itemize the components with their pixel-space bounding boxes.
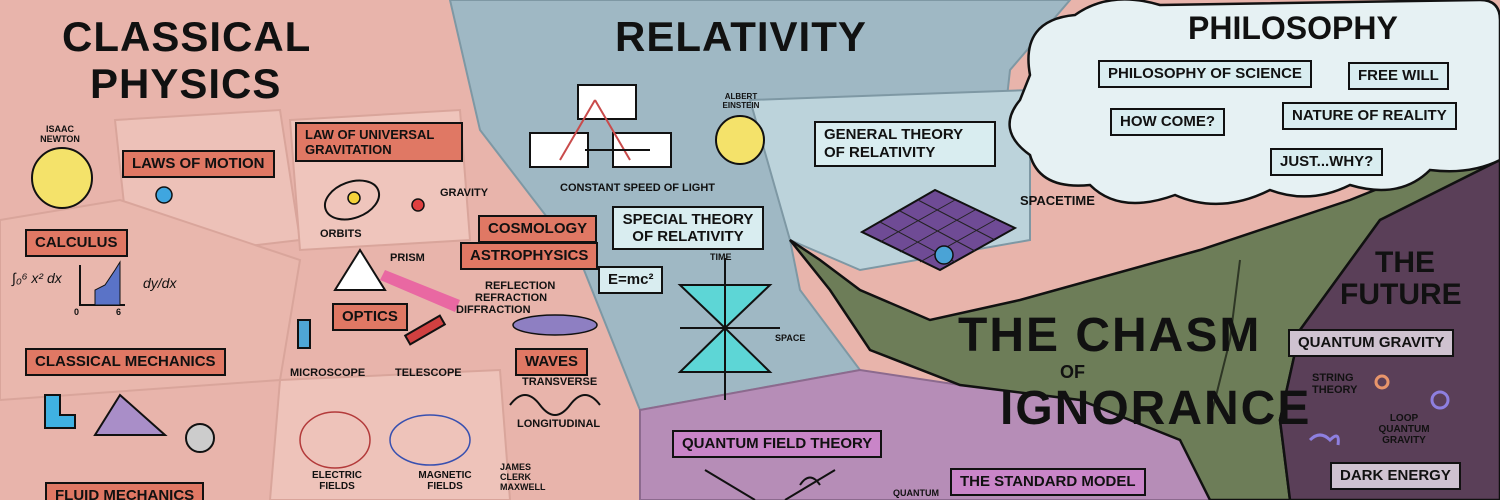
dark-energy-box[interactable]: DARK ENERGY xyxy=(1330,462,1461,490)
fluid-mechanics-box[interactable]: FLUID MECHANICS xyxy=(45,482,205,500)
law-of-gravitation-box[interactable]: LAW OF UNIVERSAL GRAVITATION xyxy=(295,122,463,162)
waves-box[interactable]: WAVES xyxy=(515,348,589,376)
magnetic-field-lines xyxy=(389,414,471,466)
calc-derivative: dy/dx xyxy=(143,275,177,291)
how-come-box[interactable]: HOW COME? xyxy=(1110,108,1225,136)
loop-quantum-gravity-label: LOOP QUANTUM GRAVITY xyxy=(1378,413,1430,446)
general-relativity-box[interactable]: GENERAL THEORY OF RELATIVITY xyxy=(814,121,996,167)
microscope-label: MICROSCOPE xyxy=(290,367,366,379)
astrophysics-box[interactable]: ASTROPHYSICS xyxy=(460,242,599,270)
prism-icon xyxy=(333,248,387,291)
standard-model-box[interactable]: THE STANDARD MODEL xyxy=(950,468,1146,496)
future-title-line2: FUTURE xyxy=(1340,278,1462,311)
newton-avatar xyxy=(31,147,93,209)
philosophy-of-science-box[interactable]: PHILOSOPHY OF SCIENCE xyxy=(1098,60,1312,88)
quantum-gravity-box[interactable]: QUANTUM GRAVITY xyxy=(1288,329,1455,357)
cosmology-box[interactable]: COSMOLOGY xyxy=(478,215,598,243)
just-why-box[interactable]: JUST...WHY? xyxy=(1270,148,1384,176)
prism-label: PRISM xyxy=(390,252,425,264)
time-axis-label: TIME xyxy=(710,252,732,262)
calc-axis-0: 0 xyxy=(74,307,80,317)
telescope-label: TELESCOPE xyxy=(395,367,462,379)
philosophy-title: PHILOSOPHY xyxy=(1188,10,1398,46)
transverse-wave xyxy=(509,394,601,416)
earth-icon xyxy=(934,245,954,265)
classical-title-line2: PHYSICS xyxy=(90,60,282,107)
orbits-label: ORBITS xyxy=(320,228,362,240)
ripple-icon xyxy=(512,314,598,336)
emc2-box[interactable]: E=mc² xyxy=(598,266,664,294)
quantum-field-theory-box[interactable]: QUANTUM FIELD THEORY xyxy=(672,430,883,458)
longitudinal-label: LONGITUDINAL xyxy=(517,418,601,430)
special-relativity-box[interactable]: SPECIAL THEORY OF RELATIVITY xyxy=(612,206,764,250)
relativity-title: RELATIVITY xyxy=(615,13,867,60)
electric-fields-label: ELECTRIC FIELDS xyxy=(312,470,362,492)
einstein-avatar xyxy=(715,115,765,165)
quantum-label: QUANTUM xyxy=(893,488,939,498)
refraction-label: REFRACTION xyxy=(475,292,548,304)
classical-title-line1: CLASSICAL xyxy=(62,13,312,60)
calc-integral: ∫₀⁶ x² dx xyxy=(12,270,62,286)
gravity-label: GRAVITY xyxy=(440,187,489,199)
maxwell-label: JAMES CLERK MAXWELL xyxy=(500,462,546,492)
laws-of-motion-box[interactable]: LAWS OF MOTION xyxy=(122,150,275,178)
newton-label: ISAAC NEWTON xyxy=(40,124,80,144)
optics-box[interactable]: OPTICS xyxy=(332,303,408,331)
calc-axis-6: 6 xyxy=(116,307,122,317)
diffraction-label: DIFFRACTION xyxy=(456,304,531,316)
calculus-box[interactable]: CALCULUS xyxy=(25,229,128,257)
constant-speed-of-light-label: CONSTANT SPEED OF LIGHT xyxy=(560,182,716,194)
electric-field-lines xyxy=(299,411,371,469)
chasm-title-line1: THE CHASM xyxy=(958,309,1262,362)
chasm-title-line3: IGNORANCE xyxy=(1000,382,1312,435)
future-title-line1: THE xyxy=(1375,246,1435,279)
einstein-label: ALBERT EINSTEIN xyxy=(722,92,760,110)
free-will-box[interactable]: FREE WILL xyxy=(1348,62,1449,90)
spacetime-label: SPACETIME xyxy=(1020,193,1095,208)
magnetic-fields-label: MAGNETIC FIELDS xyxy=(418,470,472,492)
chasm-title-line2: OF xyxy=(1060,362,1085,382)
classical-mechanics-box[interactable]: CLASSICAL MECHANICS xyxy=(25,348,226,376)
space-axis-label: SPACE xyxy=(775,333,806,343)
transverse-label: TRANSVERSE xyxy=(522,376,598,388)
string-theory-label: STRING THEORY xyxy=(1312,372,1358,396)
nature-of-reality-box[interactable]: NATURE OF REALITY xyxy=(1282,102,1457,130)
reflection-label: REFLECTION xyxy=(485,280,556,292)
